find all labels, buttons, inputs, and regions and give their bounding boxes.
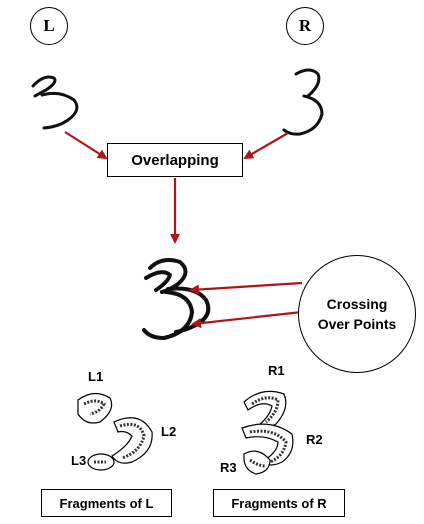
overlapping-label: Overlapping xyxy=(131,151,219,169)
label-right-text: R xyxy=(298,16,312,35)
fragment-label-l3: L3 xyxy=(71,453,87,468)
caption-fragments-r-text: Fragments of R xyxy=(231,495,327,511)
caption-fragments-l: Fragments of L xyxy=(41,489,172,517)
arrow-left-to-overlap xyxy=(64,131,108,160)
caption-fragments-l-text: Fragments of L xyxy=(59,495,154,511)
fragment-l2 xyxy=(111,417,153,464)
combined-glyph xyxy=(142,258,211,340)
crossing-line2: Over Points xyxy=(317,316,397,332)
crossing-over-points-circle: Crossing Over Points xyxy=(298,255,416,373)
label-right-circle: R xyxy=(286,7,324,45)
label-left-text: L xyxy=(43,16,55,35)
fragment-label-r3: R3 xyxy=(220,460,237,475)
fragment-l1 xyxy=(77,392,113,424)
fragment-l3 xyxy=(87,453,115,471)
overlapping-box: Overlapping xyxy=(107,143,243,177)
fragment-label-r1: R1 xyxy=(268,363,285,378)
fragment-label-l2: L2 xyxy=(161,424,177,439)
arrow-right-to-overlap xyxy=(243,132,289,160)
fragment-r1 xyxy=(243,390,287,429)
fragment-label-l1: L1 xyxy=(88,369,104,384)
fragment-label-r2: R2 xyxy=(306,432,323,447)
label-left-circle: L xyxy=(30,7,68,45)
caption-fragments-r: Fragments of R xyxy=(213,489,345,517)
arrow-crossing-upper xyxy=(189,281,303,295)
left-glyph xyxy=(31,75,79,130)
crossing-line1: Crossing xyxy=(326,296,388,312)
fragment-r3 xyxy=(243,450,271,475)
right-glyph xyxy=(282,68,324,136)
arrow-crossing-lower xyxy=(191,310,303,329)
